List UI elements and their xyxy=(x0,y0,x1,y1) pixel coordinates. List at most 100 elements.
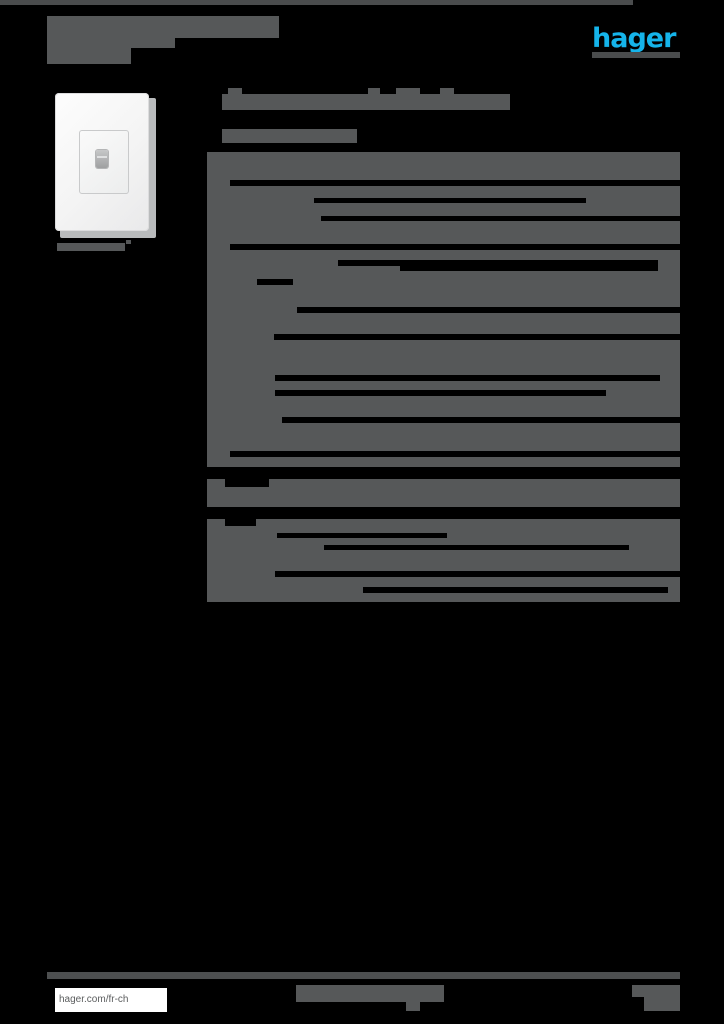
table-row xyxy=(207,381,680,390)
table-row xyxy=(207,260,680,266)
table-row-label xyxy=(207,593,225,602)
table-row xyxy=(207,198,680,203)
table-row xyxy=(207,271,680,279)
specification-table xyxy=(207,152,698,602)
table-row-label xyxy=(207,538,225,545)
footer-url[interactable]: hager.com/fr-ch xyxy=(59,994,129,1005)
table-row-label xyxy=(207,381,225,390)
logo-underline xyxy=(592,52,680,58)
table-row xyxy=(207,375,680,381)
table-row xyxy=(207,232,680,244)
table-row-label xyxy=(207,451,225,457)
footer-page-number-line2 xyxy=(644,997,680,1011)
table-row xyxy=(207,571,693,577)
table-row-label xyxy=(207,434,225,451)
table-section-gap xyxy=(207,467,680,479)
table-row xyxy=(207,533,680,538)
footer-center-text xyxy=(296,985,444,1002)
table-row-label xyxy=(207,571,225,577)
page-header xyxy=(0,0,724,64)
table-row-label xyxy=(207,533,225,538)
table-row xyxy=(207,538,680,545)
table-row xyxy=(207,550,680,563)
table-row-label xyxy=(207,519,225,526)
table-row-spacer xyxy=(282,417,698,423)
table-row-label xyxy=(207,497,225,507)
table-row-label xyxy=(207,203,225,216)
table-row xyxy=(207,563,680,571)
page-footer: hager.com/fr-ch xyxy=(0,5,724,1012)
table-row-label xyxy=(207,587,225,593)
table-row xyxy=(207,250,680,260)
table-row-label xyxy=(207,232,225,244)
table-row xyxy=(207,244,698,250)
table-row-spacer xyxy=(257,279,293,285)
table-row-spacer xyxy=(230,451,698,457)
table-row-label xyxy=(207,325,225,334)
table-row xyxy=(207,587,680,593)
table-row-label xyxy=(207,313,225,325)
product-caption xyxy=(57,243,125,251)
table-row-label xyxy=(207,307,225,313)
table-row xyxy=(207,390,680,396)
table-row-spacer xyxy=(324,545,629,550)
table-row-spacer xyxy=(225,479,269,487)
main-heading-accent-3 xyxy=(396,88,420,95)
table-row-label xyxy=(207,244,225,250)
table-row-label xyxy=(207,152,225,162)
table-row xyxy=(207,487,680,497)
table-row xyxy=(207,423,680,434)
table-row-label xyxy=(207,285,225,297)
table-row xyxy=(207,417,698,423)
table-row xyxy=(207,152,680,162)
table-row-spacer xyxy=(230,180,698,186)
table-row xyxy=(207,434,680,451)
table-row xyxy=(207,325,680,334)
document-title-line2 xyxy=(47,38,175,48)
table-row-label xyxy=(207,457,225,467)
table-row xyxy=(207,285,680,297)
table-row-label xyxy=(207,423,225,434)
table-row xyxy=(207,297,680,307)
footer-center-mask-1 xyxy=(0,5,10,11)
header-divider xyxy=(0,0,633,5)
table-row-spacer xyxy=(321,216,698,221)
table-row-label xyxy=(207,180,225,186)
table-row xyxy=(207,519,680,526)
footer-divider xyxy=(47,972,680,979)
table-row xyxy=(207,313,680,325)
table-row xyxy=(207,340,680,349)
table-row-label xyxy=(207,487,225,497)
table-row-label xyxy=(207,186,225,198)
table-row xyxy=(207,526,680,533)
table-row xyxy=(207,307,698,313)
table-row-spacer xyxy=(363,587,668,593)
table-row-spacer xyxy=(275,571,693,577)
table-row-label xyxy=(207,563,225,571)
table-row-label xyxy=(207,545,225,550)
table-row-label xyxy=(207,260,225,266)
hager-logo: hager xyxy=(592,23,676,54)
table-row-label xyxy=(207,266,225,271)
table-row-label xyxy=(207,271,225,279)
table-row-label xyxy=(207,349,225,363)
table-row-label xyxy=(207,279,225,285)
table-row xyxy=(207,216,698,221)
table-row-spacer xyxy=(274,334,698,340)
table-row-spacer xyxy=(338,260,658,266)
table-row-spacer xyxy=(314,198,586,203)
table-row-label xyxy=(207,550,225,563)
footer-center-mask-4 xyxy=(0,23,8,29)
footer-page-number xyxy=(632,985,680,997)
table-row-label xyxy=(207,390,225,396)
table-row xyxy=(207,279,680,285)
main-heading-accent-4 xyxy=(440,88,454,95)
footer-center-mask-2 xyxy=(0,11,14,17)
footer-center-mask-3 xyxy=(0,17,12,23)
table-row-label xyxy=(207,577,225,587)
table-row-label xyxy=(207,216,225,221)
table-row-label xyxy=(207,363,225,375)
table-row xyxy=(207,593,680,602)
table-row xyxy=(207,203,680,216)
document-subtitle xyxy=(47,48,131,64)
